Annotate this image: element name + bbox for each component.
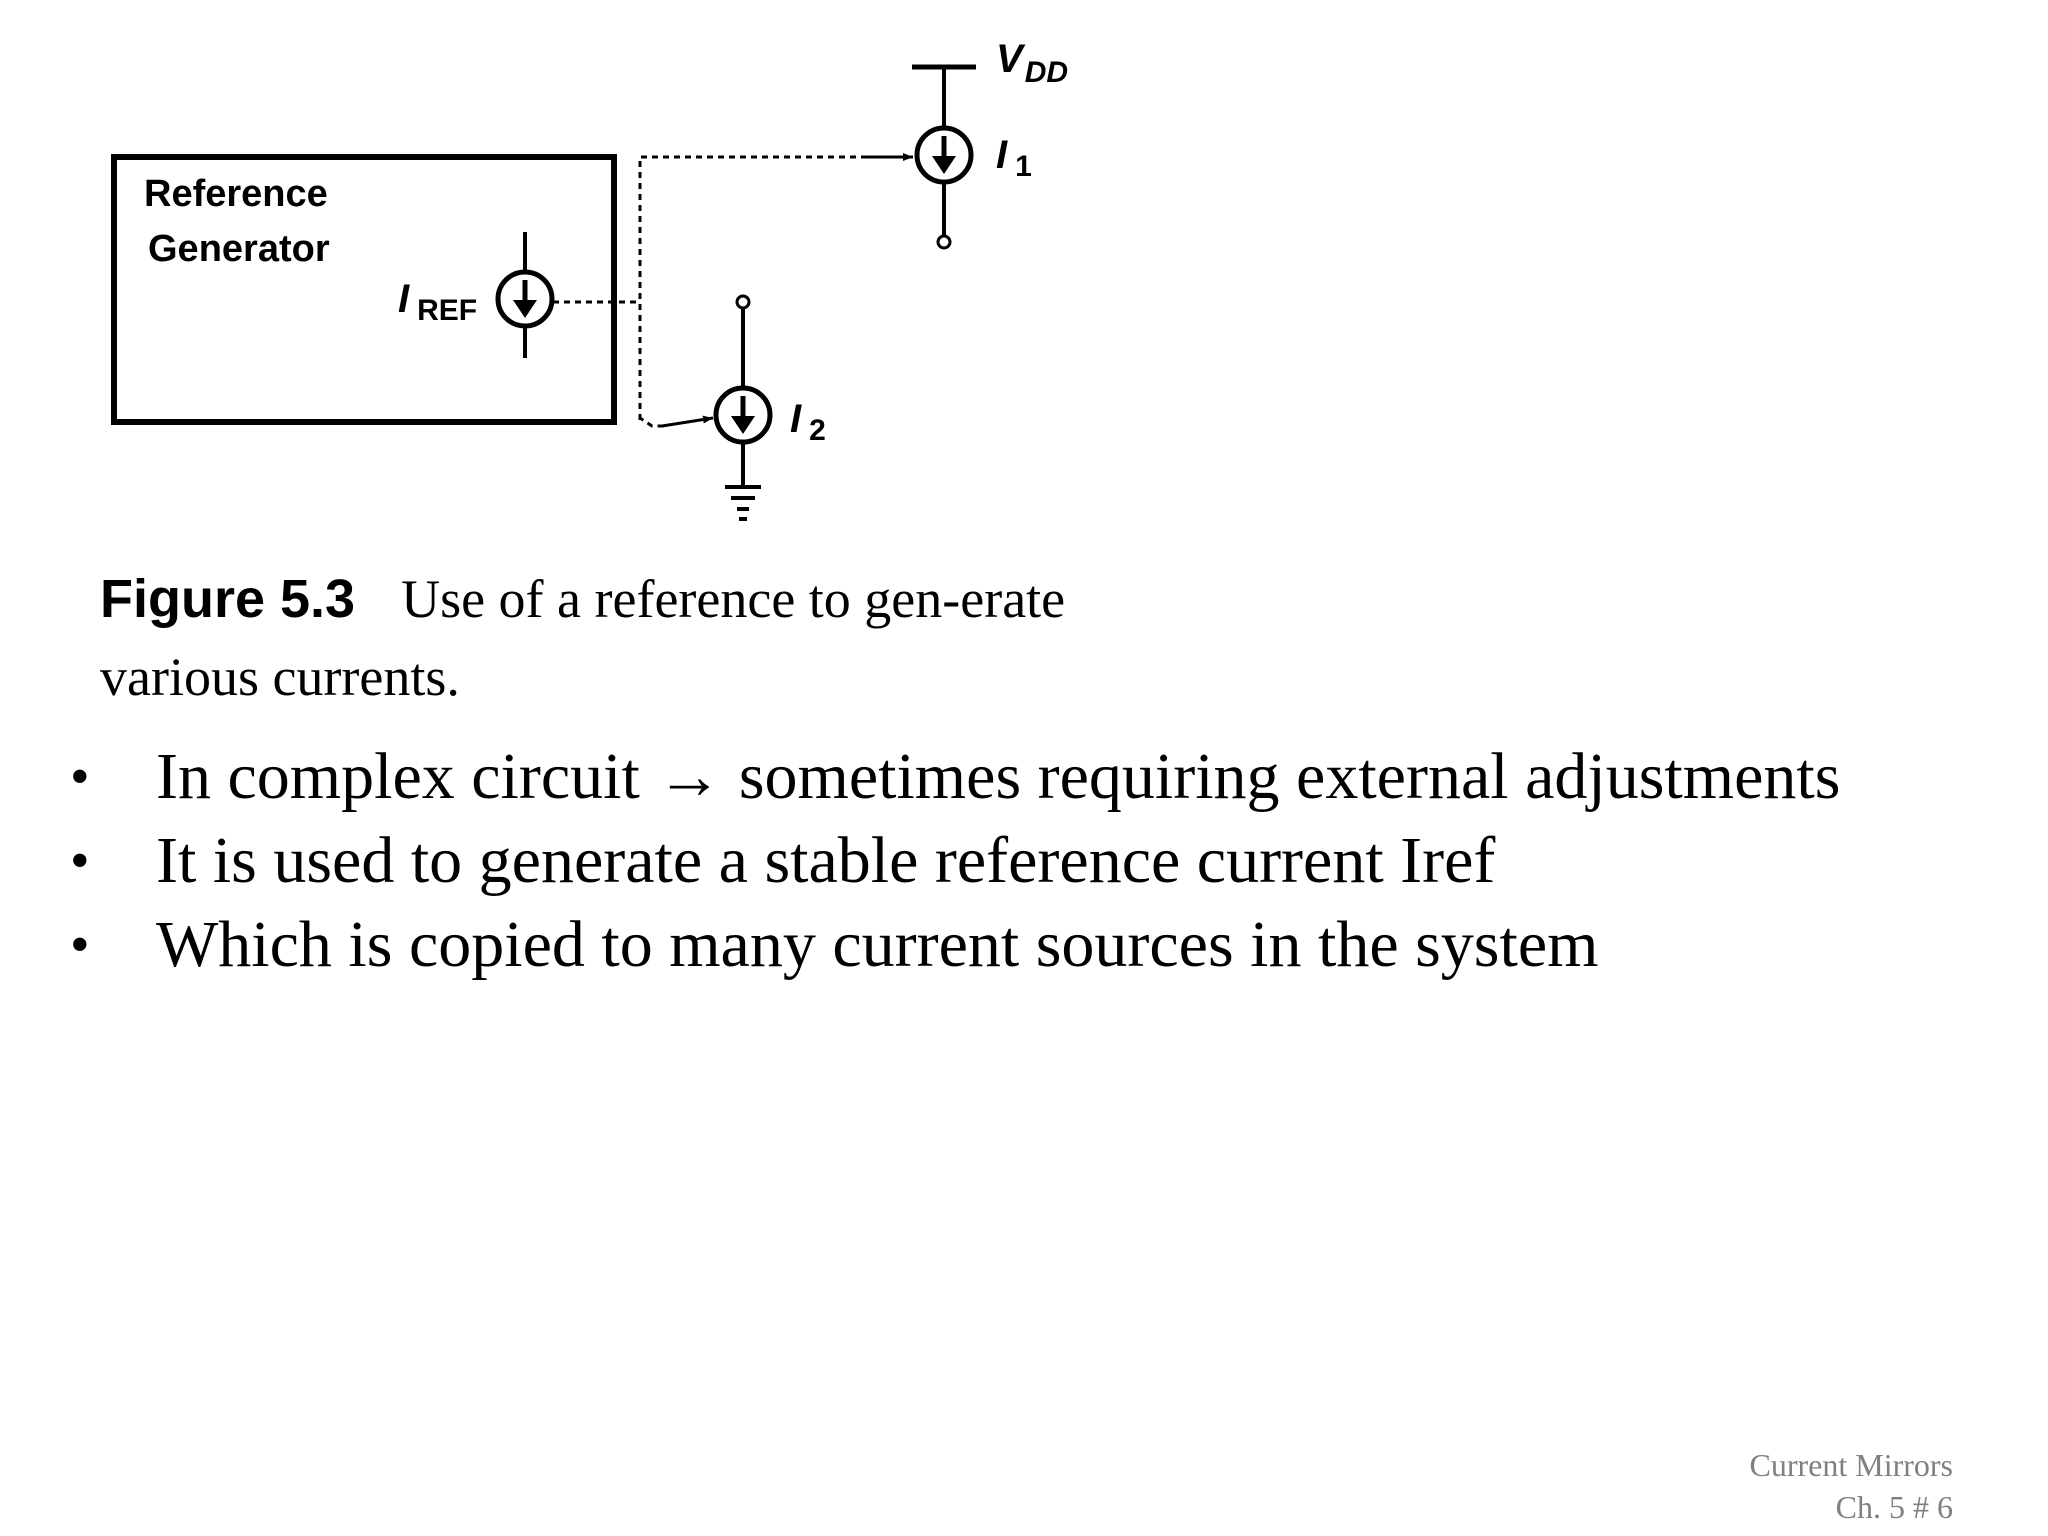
bullet-item: • In complex circuit → sometimes requiri… xyxy=(70,735,2010,819)
footer-title: Current Mirrors xyxy=(1749,1447,1953,1483)
bullet-text: It is used to generate a stable referenc… xyxy=(156,824,1496,897)
slide-footer: Current Mirrors Ch. 5 # 6 xyxy=(1749,1444,1953,1528)
i1-current-source xyxy=(914,67,974,250)
bullet-text: In complex circuit → sometimes requiring… xyxy=(156,740,1841,813)
bullet-item: • It is used to generate a stable refere… xyxy=(70,819,2010,903)
iref-current-source xyxy=(495,232,555,358)
box-label-line1: Reference xyxy=(144,173,328,215)
arrow-to-i2 xyxy=(661,415,714,428)
box-label-line2: Generator xyxy=(148,228,330,270)
bullet-item: • Which is copied to many current source… xyxy=(70,903,2010,987)
figure-number: Figure 5.3 xyxy=(100,569,356,629)
ground-symbol xyxy=(725,485,761,521)
dashed-link-to-i2 xyxy=(638,415,664,428)
bullet-marker: • xyxy=(70,914,90,976)
vdd-label: VDD xyxy=(996,37,1068,89)
figure-caption-text: Use of a reference to gen-erate various … xyxy=(100,569,1066,707)
bullet-marker: • xyxy=(70,830,90,892)
i2-current-source xyxy=(713,294,773,487)
dashed-link-to-i1 xyxy=(638,155,876,420)
bullet-list: • In complex circuit → sometimes requiri… xyxy=(70,735,2010,987)
bullet-marker: • xyxy=(70,746,90,808)
reference-generator-box xyxy=(111,154,617,425)
footer-page-number: Ch. 5 # 6 xyxy=(1835,1489,1953,1525)
bullet-text: Which is copied to many current sources … xyxy=(156,908,1599,981)
